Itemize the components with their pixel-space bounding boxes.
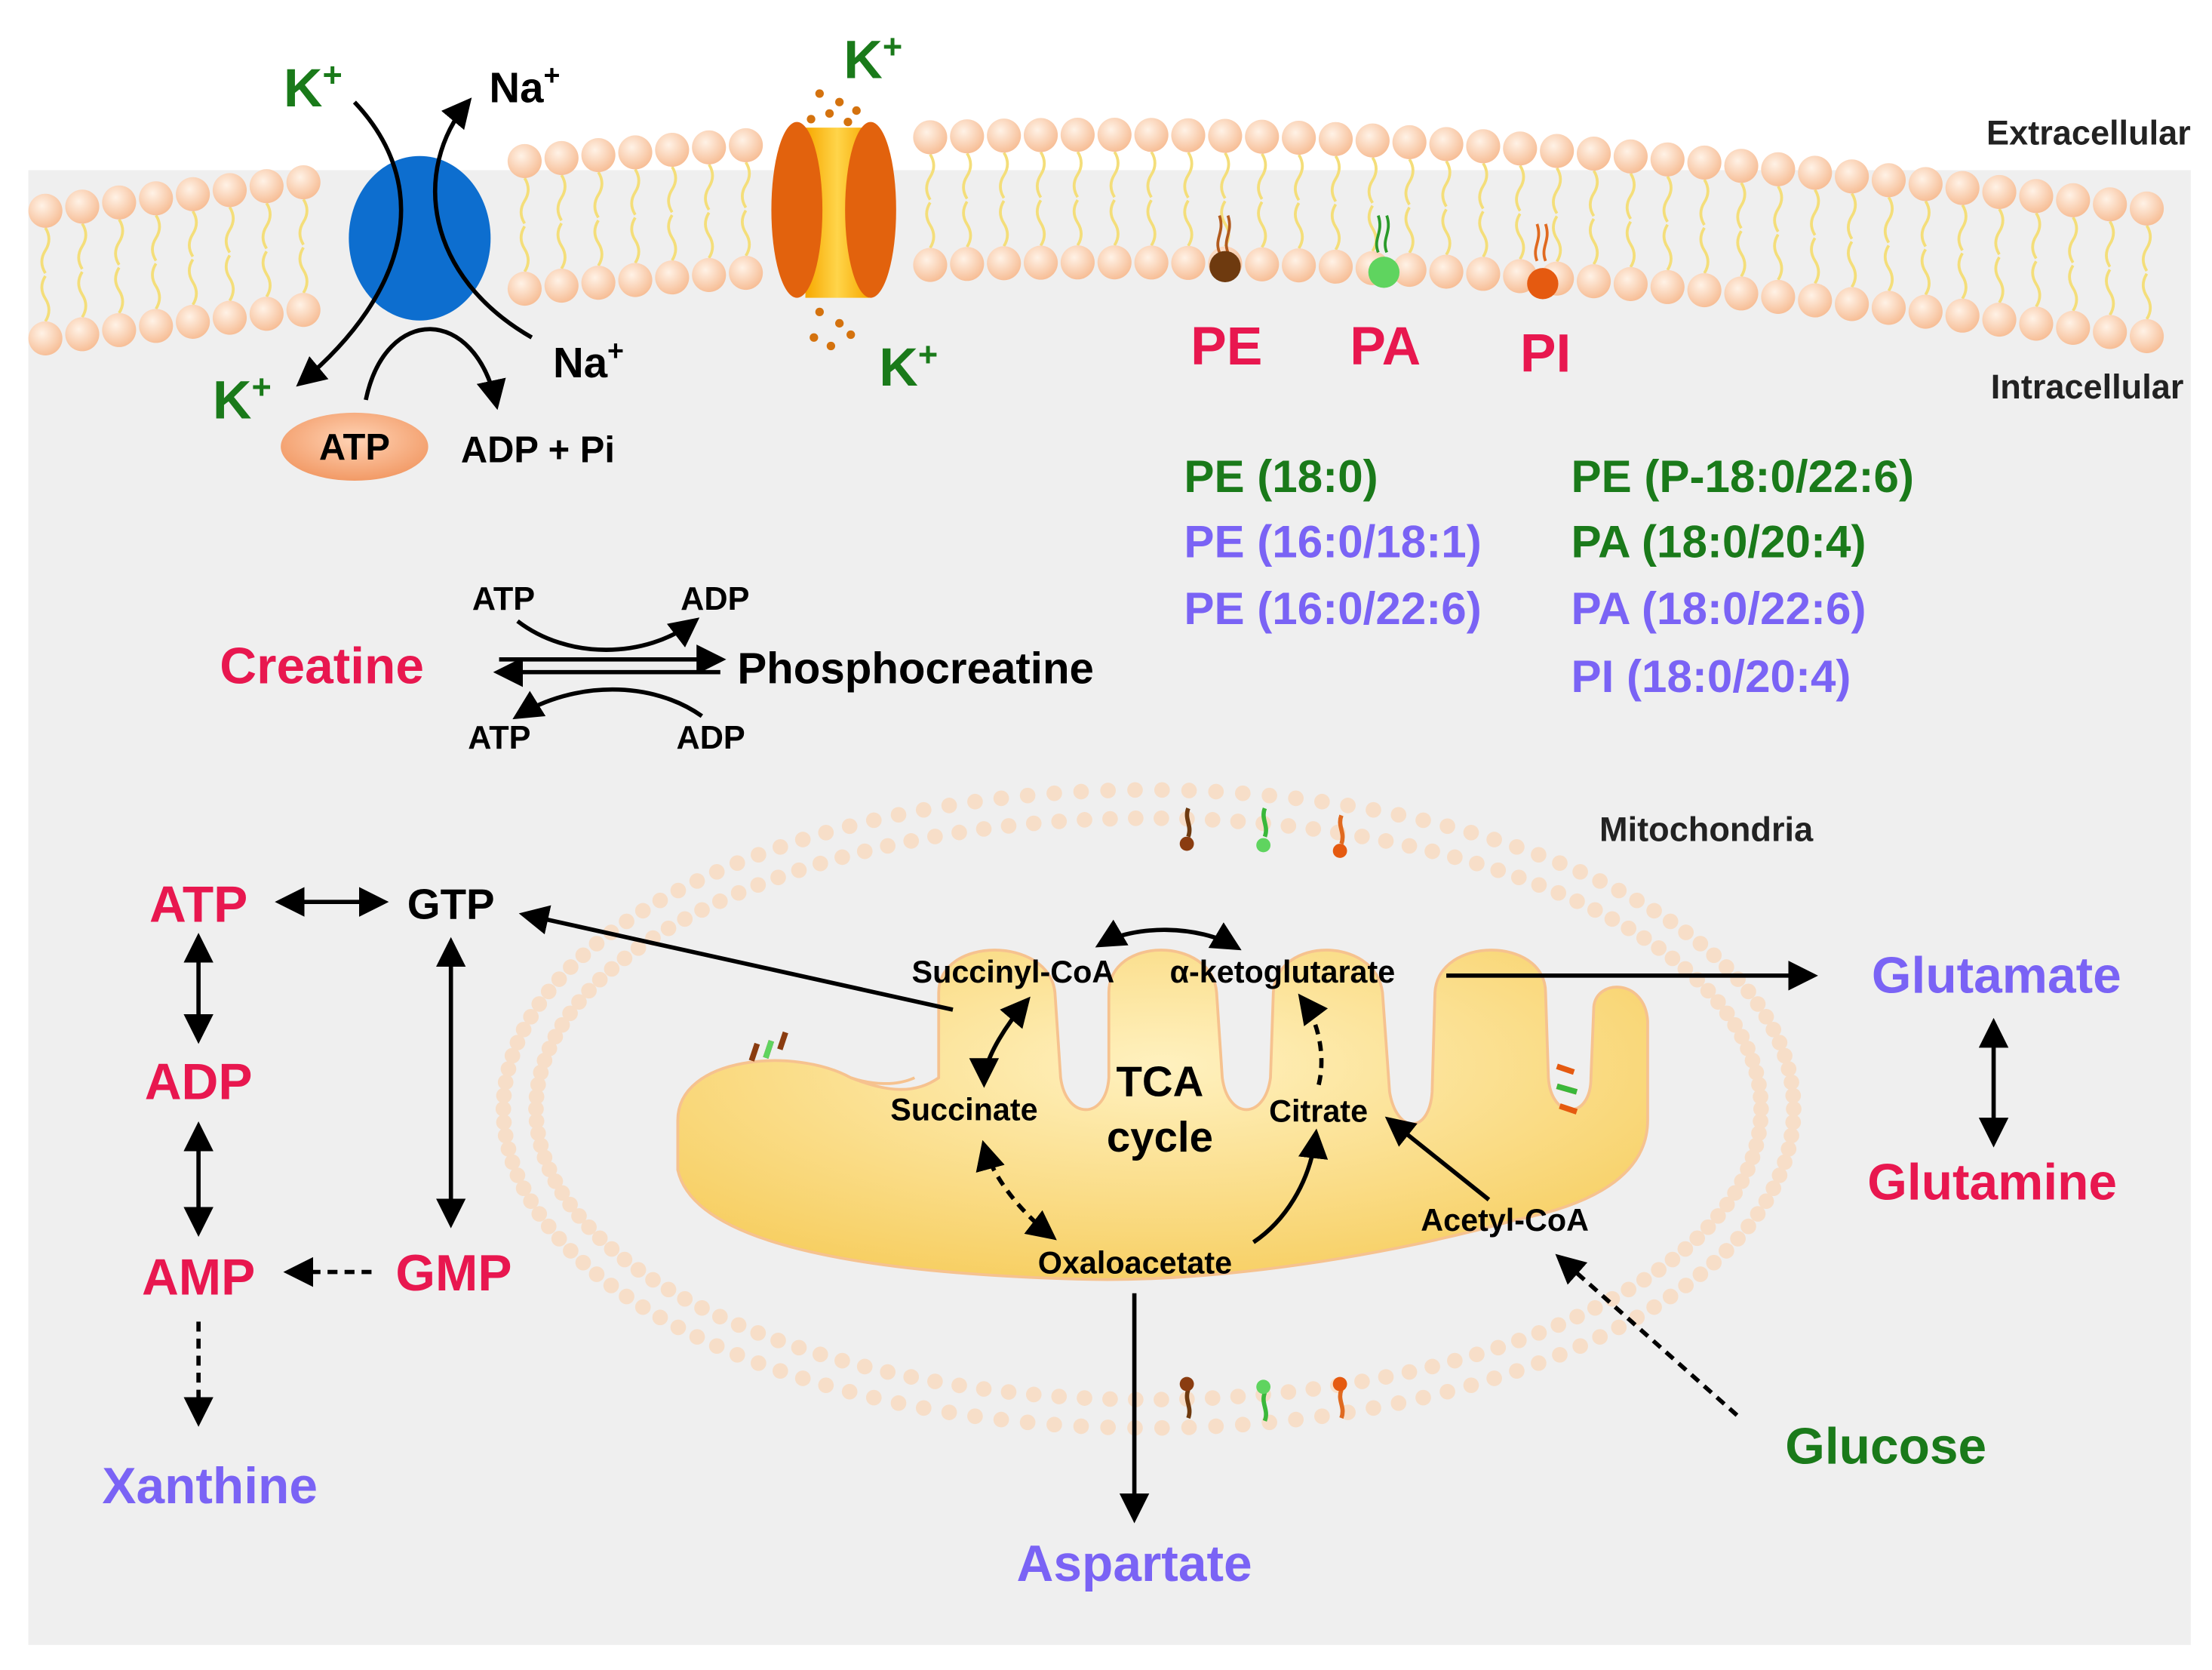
- lipid-species-1: PE (16:0/18:1): [1184, 517, 1481, 567]
- nucleotide-pathway: ATP ADP AMP GTP GMP Xanthine: [102, 876, 954, 1515]
- atp-to-adp-arrow: [364, 327, 506, 411]
- na-out-arrow: [432, 97, 533, 340]
- gtp-label: GTP: [407, 881, 495, 928]
- membrane-lipids: PE PA PI: [1190, 215, 1571, 383]
- k-in-arrow: [296, 100, 404, 387]
- creatine-label: Creatine: [220, 638, 424, 695]
- glucose-acetylcoa-arrow: [1555, 1253, 1739, 1417]
- mitochondria-label: Mitochondria: [1599, 810, 1814, 848]
- oxaloacetate-citrate-arrow: [1252, 1128, 1329, 1244]
- creatine-atp-bottom: ATP: [468, 720, 530, 756]
- succinyl-coa-label: Succinyl-CoA: [912, 955, 1115, 989]
- pump-body: [349, 155, 491, 321]
- glucose-label: Glucose: [1785, 1418, 1986, 1475]
- lipid-species-4: PA (18:0/20:4): [1571, 517, 1866, 567]
- gmp-label: GMP: [395, 1245, 512, 1302]
- adp-label: ADP: [145, 1053, 253, 1110]
- glutamate-label: Glutamate: [1872, 947, 2121, 1004]
- creatine-reaction: Creatine Phosphocreatine ATP ADP ATP ADP: [220, 581, 1094, 756]
- tca-label-line2: cycle: [1107, 1113, 1213, 1161]
- pe-label: PE: [1190, 316, 1262, 377]
- pump-na-in-label: Na+: [553, 334, 624, 386]
- lipid-species-3: PE (P-18:0/22:6): [1571, 451, 1914, 502]
- lipid-species-5: PA (18:0/22:6): [1571, 583, 1866, 634]
- pump-k-out-label: K+: [213, 368, 272, 430]
- pa-label: PA: [1350, 316, 1421, 377]
- xanthine-label: Xanthine: [102, 1458, 318, 1515]
- k-ions-bottom: [810, 307, 856, 351]
- channel-right-wall: [845, 121, 896, 298]
- channel-k-bottom-label: K+: [879, 335, 938, 398]
- atp-label: ATP: [149, 876, 247, 933]
- lipid-species-2: PE (16:0/22:6): [1184, 583, 1481, 634]
- creatine-adp-bottom: ADP: [677, 720, 745, 756]
- sodium-potassium-pump: ATP ADP + Pi K+ Na+ K+ Na+: [213, 56, 624, 481]
- succinyl-akg-arrow: [1095, 919, 1242, 951]
- lipid-species-6: PI (18:0/20:4): [1571, 651, 1851, 702]
- pump-k-in-label: K+: [284, 56, 343, 118]
- pi-lipid-head: [1527, 268, 1559, 300]
- amino-acid-metabolites: Glutamate Glutamine Aspartate Glucose: [1017, 947, 2121, 1592]
- oxaloacetate-succinate-arrow: [975, 1139, 1057, 1241]
- pump-adp-label: ADP + Pi: [461, 430, 615, 471]
- oxaloacetate-label: Oxaloacetate: [1038, 1245, 1232, 1280]
- channel-left-wall: [771, 121, 823, 298]
- mito-inner-fold-left: [850, 1076, 916, 1085]
- succinylcoa-gtp-arrow: [518, 905, 954, 1012]
- tca-label-line1: TCA: [1116, 1058, 1203, 1106]
- channel-k-top-label: K+: [843, 27, 902, 90]
- atp-bubble: [281, 412, 429, 481]
- k-ions-top: [806, 89, 861, 127]
- creatine-atp-top: ATP: [472, 581, 535, 617]
- aspartate-label: Aspartate: [1017, 1536, 1252, 1592]
- pump-atp-label: ATP: [319, 427, 390, 468]
- pe-lipid-head: [1209, 251, 1241, 282]
- acetyl-coa-label: Acetyl-CoA: [1421, 1203, 1589, 1238]
- pump-na-out-label: Na+: [489, 60, 560, 112]
- akg-label: α-ketoglutarate: [1170, 955, 1396, 989]
- succinate-succinylcoa-arrow: [969, 996, 1031, 1088]
- lipid-species-list: PE (18:0) PE (16:0/18:1) PE (16:0/22:6) …: [1184, 451, 1914, 702]
- creatine-adp-top: ADP: [680, 581, 749, 617]
- lipid-species-0: PE (18:0): [1184, 451, 1378, 502]
- atp-adp-top-curve: [516, 617, 700, 652]
- citrate-label: Citrate: [1269, 1093, 1368, 1128]
- amp-label: AMP: [142, 1250, 255, 1306]
- potassium-channel: K+ K+: [771, 27, 938, 398]
- pi-label: PI: [1520, 323, 1571, 383]
- pa-lipid-head: [1368, 257, 1400, 288]
- intracellular-label: Intracellular: [1991, 368, 2184, 406]
- mitochondrion: Mitochondria Succinyl-CoA α-ketoglutarat…: [495, 782, 1814, 1436]
- succinate-label: Succinate: [890, 1093, 1037, 1127]
- phosphocreatine-label: Phosphocreatine: [737, 644, 1094, 694]
- extracellular-label: Extracellular: [1986, 114, 2191, 152]
- glutamine-label: Glutamine: [1867, 1155, 2117, 1211]
- adp-atp-bottom-curve: [512, 687, 703, 720]
- citrate-akg-arrow: [1298, 993, 1329, 1086]
- acetylcoa-citrate-arrow: [1384, 1116, 1491, 1201]
- mito-lipids: [748, 807, 1578, 1422]
